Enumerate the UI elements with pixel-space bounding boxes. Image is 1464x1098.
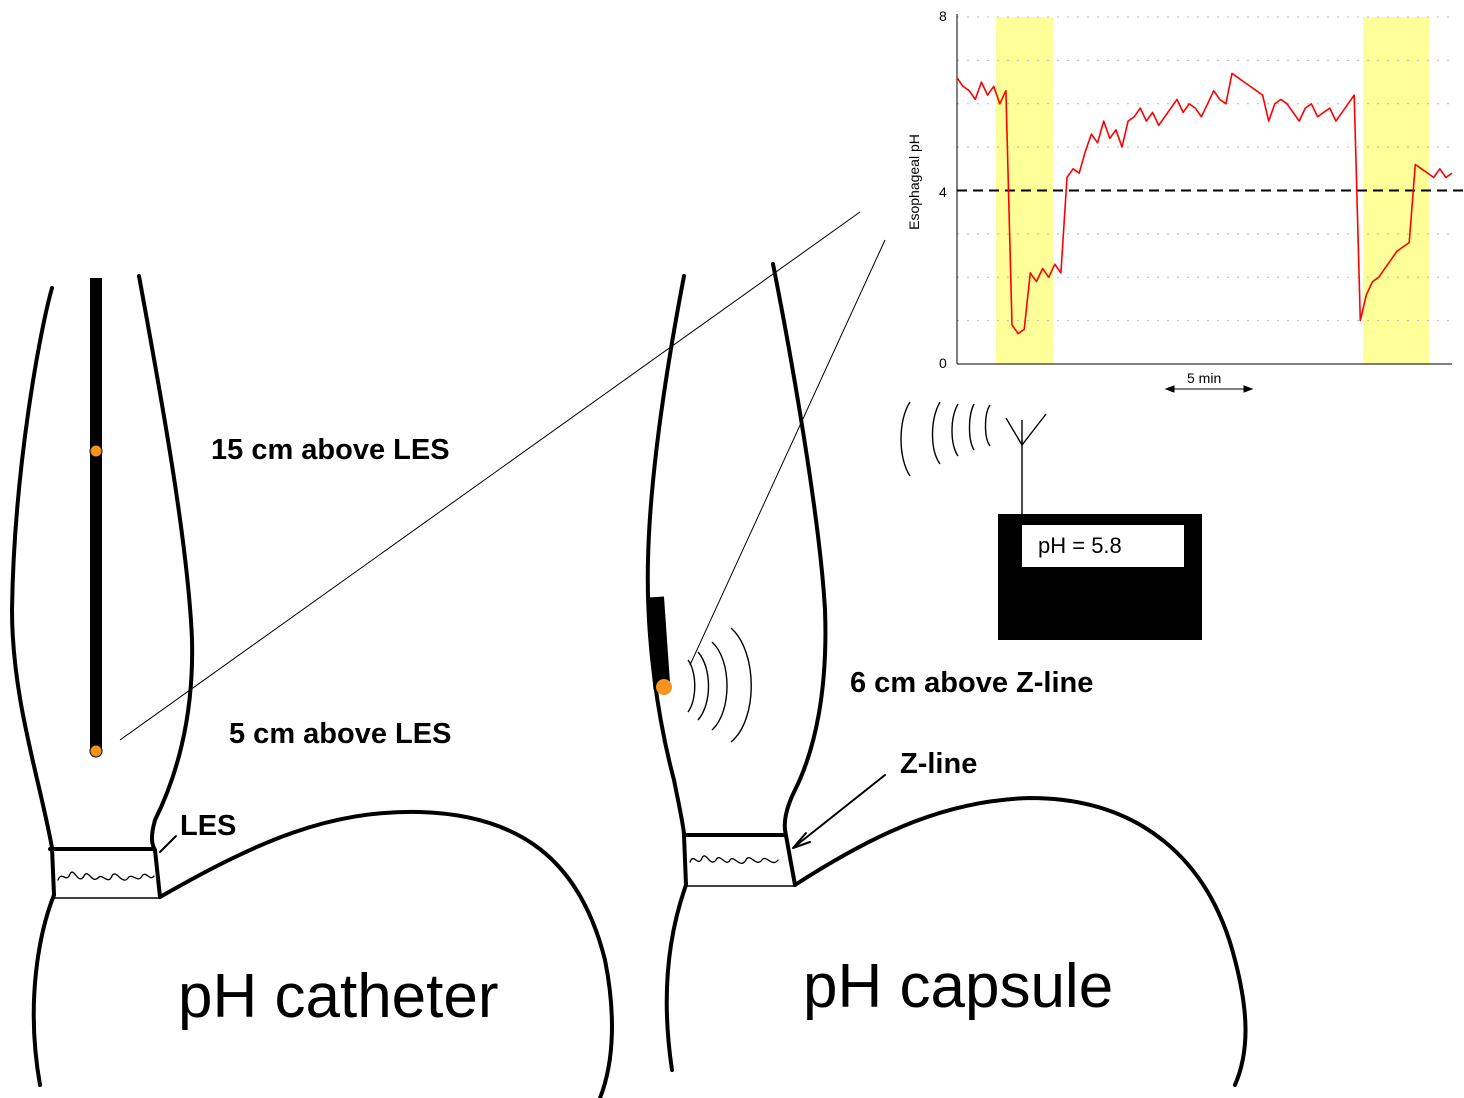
catheter-stomach-outline bbox=[31, 809, 614, 1098]
catheter-lower-sensor-label: 5 cm above LES bbox=[229, 718, 452, 750]
catheter-title: pH catheter bbox=[178, 962, 499, 1031]
y-tick-label: 4 bbox=[939, 184, 947, 200]
capsule-anatomy bbox=[645, 262, 1248, 1087]
ph-sensor-dot-icon bbox=[89, 444, 103, 458]
les-label: LES bbox=[180, 810, 237, 842]
catheter-projection-line bbox=[119, 211, 861, 741]
capsule-position-label: 6 cm above Z-line bbox=[850, 667, 1094, 699]
ph-trace bbox=[956, 72, 1453, 335]
catheter-upper-sensor-label: 15 cm above LES bbox=[211, 434, 450, 466]
capsule-title: pH capsule bbox=[803, 952, 1114, 1021]
capsule-stomach-outline bbox=[664, 796, 1248, 1087]
les-pointer bbox=[159, 835, 177, 853]
catheter-anatomy bbox=[10, 274, 614, 1098]
capsule-esophagus-left-wall bbox=[645, 274, 688, 887]
capsule-esophagus-right-wall bbox=[771, 262, 828, 887]
receiver-readout: pH = 5.8 bbox=[1022, 525, 1184, 567]
ph-sensor-dot-icon bbox=[656, 679, 672, 695]
capsule-projection-line bbox=[689, 239, 886, 666]
scale-bar-label: 5 min bbox=[1187, 370, 1222, 386]
y-tick-label: 0 bbox=[939, 355, 947, 371]
radio-waves-icon bbox=[687, 627, 752, 743]
catheter-esophagus-left-wall bbox=[10, 286, 56, 897]
scale-bar-arrow bbox=[1164, 385, 1254, 393]
catheter-esophagus-right-wall bbox=[137, 274, 195, 899]
zline-pointer-arrow bbox=[792, 774, 886, 849]
ph-chart bbox=[956, 14, 1464, 393]
zline-label: Z-line bbox=[900, 748, 978, 780]
ph-capsule bbox=[647, 596, 671, 690]
antenna-icon bbox=[1005, 413, 1047, 515]
antenna-waves-icon bbox=[900, 401, 991, 477]
capsule-z-squiggle bbox=[689, 855, 779, 865]
y-tick-label: 8 bbox=[939, 8, 947, 24]
y-axis-label: Esophageal pH bbox=[906, 134, 922, 230]
ph-sensor-dot-icon bbox=[89, 744, 103, 758]
catheter-les-squiggle bbox=[57, 871, 155, 881]
